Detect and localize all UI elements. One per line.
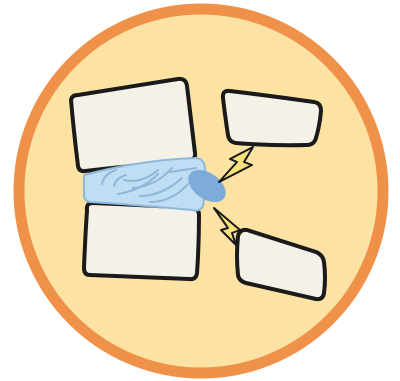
lower-vertebra [84, 203, 199, 279]
upper-facet [223, 91, 321, 145]
upper-vertebra [71, 79, 195, 171]
